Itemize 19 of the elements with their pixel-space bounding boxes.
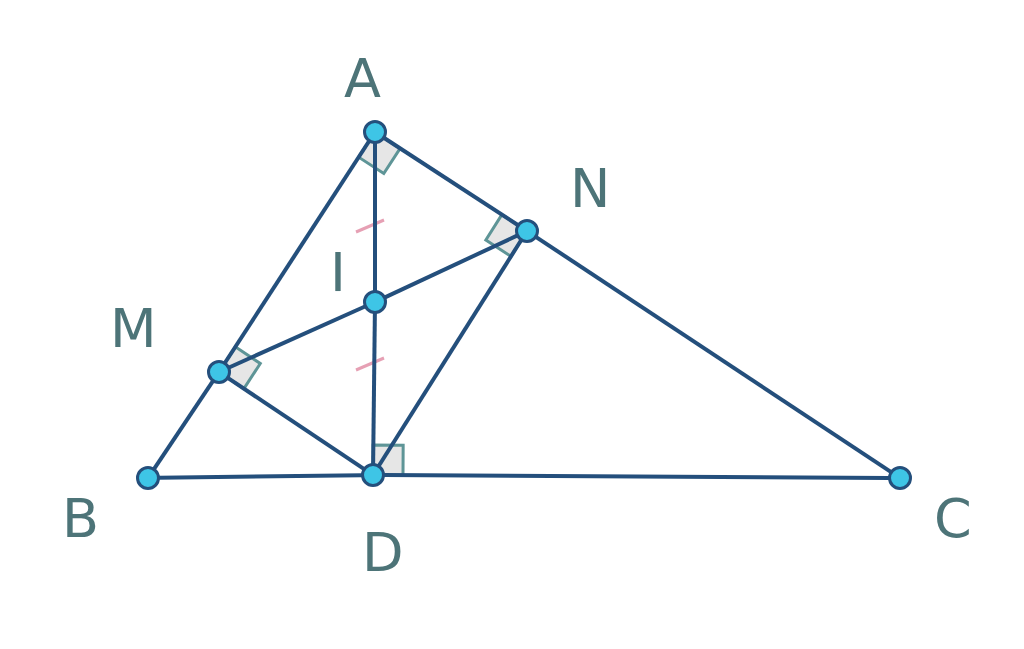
line-segment <box>383 136 519 227</box>
line-segment <box>371 312 377 465</box>
line-segment <box>152 380 215 470</box>
line-segment <box>158 473 363 480</box>
point-label: A <box>344 52 381 106</box>
line-segment <box>384 233 518 300</box>
point-label: I <box>330 246 346 300</box>
line-segment <box>377 239 523 467</box>
point-label: D <box>362 526 404 580</box>
line-segment <box>223 140 371 364</box>
point-label: C <box>934 492 972 546</box>
point-label: B <box>62 492 100 546</box>
line-segment <box>227 376 365 471</box>
line-segment <box>535 235 892 474</box>
point-label: N <box>570 162 611 216</box>
line-segment <box>384 473 889 480</box>
line-segment <box>228 304 366 370</box>
line-segment <box>373 143 377 291</box>
point-label: M <box>110 302 157 356</box>
